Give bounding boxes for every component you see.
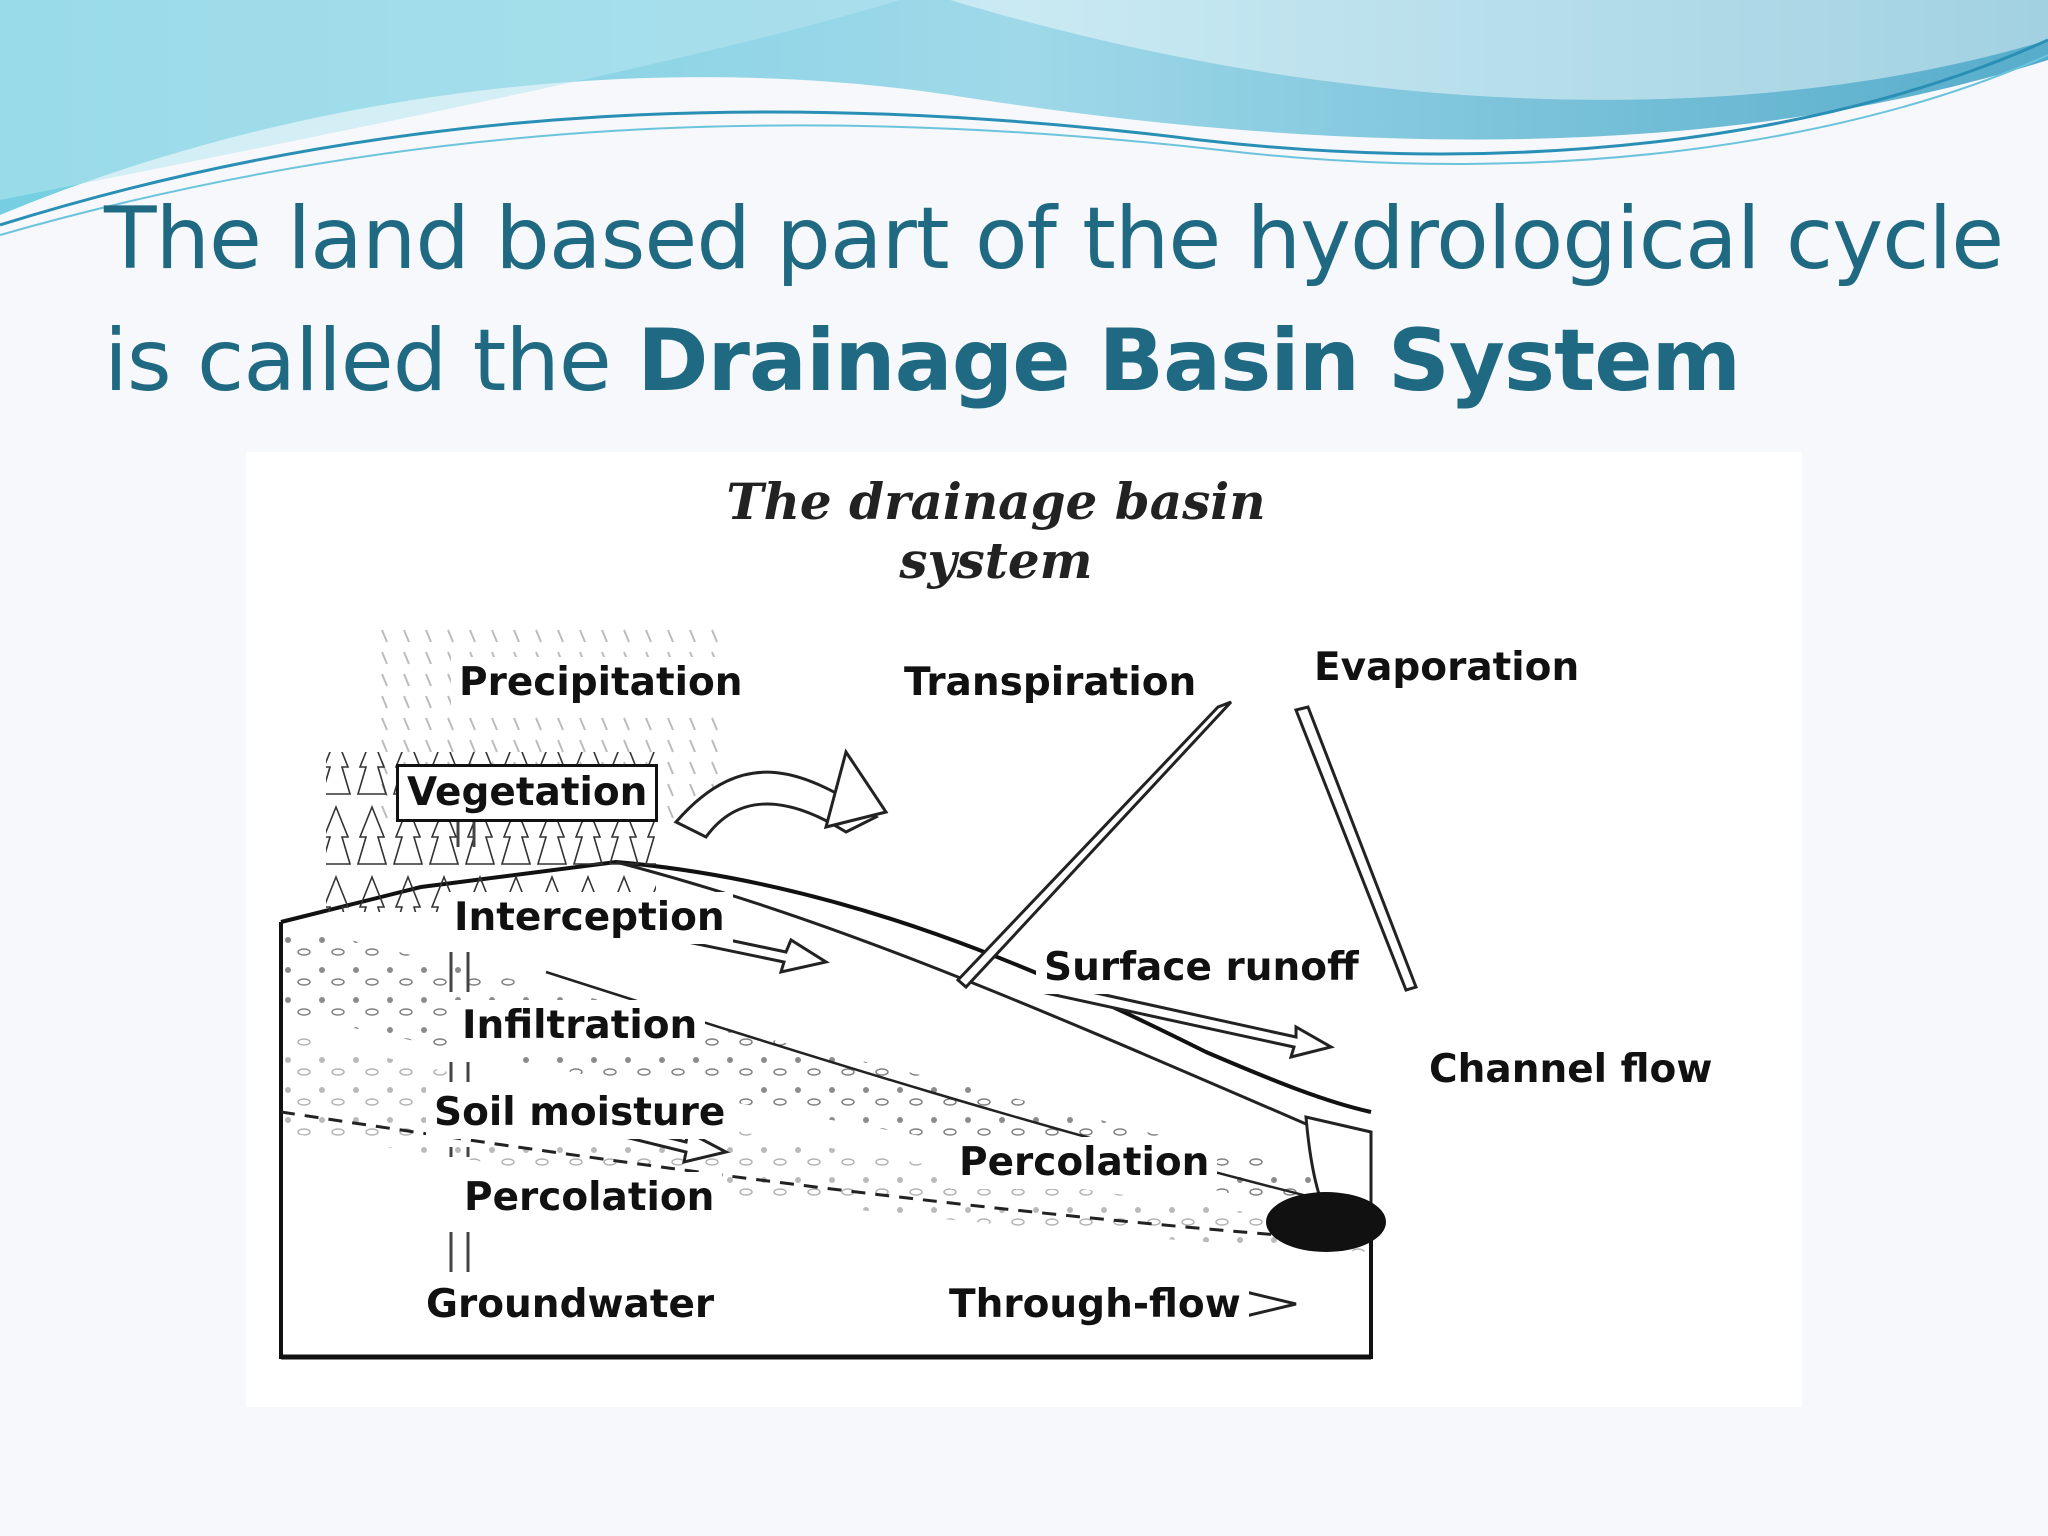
label-soil-moisture: Soil moisture: [426, 1087, 734, 1139]
drainage-basin-diagram: The drainage basin system Precipitation …: [246, 452, 1802, 1407]
slide-title-bold: Drainage Basin System: [637, 311, 1741, 411]
slope-line-upper: [615, 860, 1372, 1154]
label-percolation-left: Percolation: [456, 1172, 723, 1224]
vertical-flow-arrows: [449, 822, 476, 1272]
label-surface-runoff: Surface runoff: [1036, 942, 1367, 994]
rock-layer-band: [281, 1032, 1371, 1252]
label-precipitation: Precipitation: [451, 657, 751, 709]
transpiration-arrow: [673, 770, 880, 839]
header-wave-decoration: [0, 0, 2048, 236]
surface-runoff-arrow-2: [1038, 980, 1335, 1060]
label-vegetation: Vegetation: [396, 764, 659, 822]
label-through-flow: Through-flow: [941, 1279, 1249, 1331]
channel-water: [1266, 1192, 1386, 1252]
evaporation-arrows: [955, 700, 1418, 992]
label-evaporation: Evaporation: [1306, 642, 1588, 694]
label-groundwater: Groundwater: [418, 1279, 723, 1331]
label-channel-flow: Channel flow: [1421, 1044, 1721, 1096]
label-transpiration: Transpiration: [896, 657, 1205, 709]
label-percolation-mid: Percolation: [951, 1137, 1218, 1189]
slide-title-text: The land based part of the hydrological …: [104, 189, 2004, 411]
transpiration-arrow-head: [823, 748, 889, 830]
label-infiltration: Infiltration: [454, 1000, 706, 1052]
diagram-title: The drainage basin system: [726, 472, 1266, 590]
water-table-dashed: [280, 1110, 1372, 1244]
label-interception: Interception: [446, 892, 733, 944]
slide-title: The land based part of the hydrological …: [104, 178, 2004, 422]
